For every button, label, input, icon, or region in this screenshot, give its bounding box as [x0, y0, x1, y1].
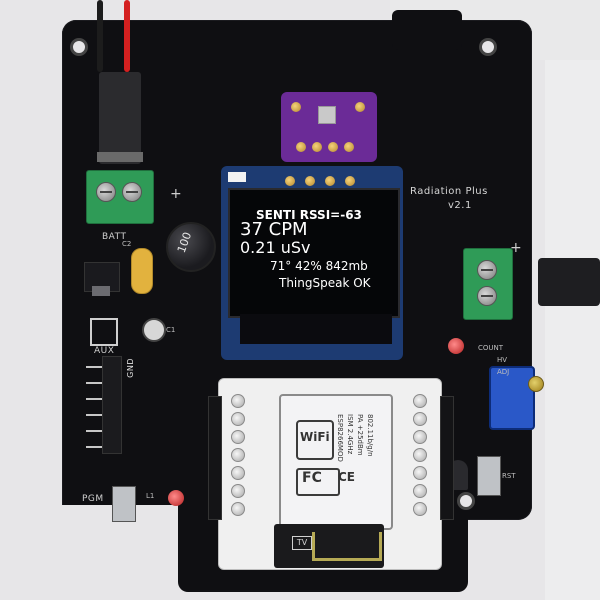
oled-line-1: SENTI RSSI=-63 [256, 208, 362, 222]
esp-pad-left-1 [231, 394, 245, 408]
fcc-text: FC [302, 470, 322, 486]
left-pin-header [102, 356, 122, 454]
mounting-hole-top-left [70, 38, 88, 56]
esp-model-line-4: 802.11b/g/n [366, 414, 374, 457]
yellow-capacitor [131, 248, 153, 294]
esp-model-line-3: PA +25dBm [356, 414, 364, 456]
hv-screw-2 [477, 286, 497, 306]
voltage-regulator [84, 262, 120, 292]
connector-pins [97, 152, 143, 162]
hv-adjust-potentiometer[interactable] [489, 366, 535, 430]
hv-screw-1 [477, 260, 497, 280]
aux-label: AUX [94, 346, 115, 356]
fcc-logo [296, 468, 340, 496]
esp-pad-right-2 [413, 412, 427, 426]
esp-pad-right-5 [413, 466, 427, 480]
aux-switch-outline [90, 318, 118, 346]
oled-lower-frame [240, 314, 392, 344]
esp-shield-can [279, 394, 393, 530]
pin-3 [86, 398, 102, 400]
sensor-pad-5 [328, 142, 338, 152]
esp-pad-left-3 [231, 430, 245, 444]
count-label: COUNT [478, 344, 504, 352]
led1-label: L1 [146, 492, 155, 500]
ce-text: CE [338, 470, 356, 484]
count-led [448, 338, 464, 354]
batt-screw-2 [122, 182, 142, 202]
esp-pad-left-7 [231, 502, 245, 516]
esp-pad-left-2 [231, 412, 245, 426]
oled-line-3: 0.21 uSv [240, 238, 311, 257]
batt-plus-sign: + [170, 186, 183, 202]
round-capacitor [142, 318, 166, 342]
reset-button[interactable] [477, 456, 501, 496]
oled-line-5: ThingSpeak OK [279, 276, 371, 290]
esp-pad-left-5 [231, 466, 245, 480]
esp-badge: TV [292, 536, 312, 550]
pin-1 [86, 366, 102, 368]
sensor-pad-3 [296, 142, 306, 152]
esp-model-line-1: ESP8266MOD [336, 414, 344, 462]
sensor-pad-2 [355, 102, 365, 112]
esp-pad-right-7 [413, 502, 427, 516]
pgm-label: PGM [82, 494, 104, 504]
program-button[interactable] [112, 486, 136, 522]
oled-pin-1 [285, 176, 295, 186]
pcb-notch [392, 10, 462, 50]
oled-pin-4 [345, 176, 355, 186]
batt-terminal-block [86, 170, 154, 224]
batt-label: BATT [102, 232, 127, 242]
pressure-sensor-chip [318, 106, 336, 124]
oled-pin-3 [325, 176, 335, 186]
sensor-pad-4 [312, 142, 322, 152]
oled-line-4: 71° 42% 842mb [270, 259, 368, 273]
esp-pad-left-6 [231, 484, 245, 498]
esp-pad-right-6 [413, 484, 427, 498]
pin-2 [86, 382, 102, 384]
sensor-pad-6 [344, 142, 354, 152]
wifi-text: WiFi [300, 430, 330, 444]
status-led [168, 490, 184, 506]
c2-label: C2 [122, 240, 132, 248]
antenna-trace [312, 532, 382, 561]
esp-pad-left-4 [231, 448, 245, 462]
oled-pin-2 [305, 176, 315, 186]
board-version: v2.1 [448, 200, 472, 211]
hv-label: HV [497, 356, 508, 364]
mounting-hole-top-right [479, 38, 497, 56]
pin-6 [86, 446, 102, 448]
jst-connector [99, 72, 141, 164]
pin-4 [86, 414, 102, 416]
black-wire [97, 0, 103, 72]
board-name: Radiation Plus [410, 186, 488, 197]
mounting-hole-bottom-right [457, 492, 475, 510]
pin-header-label: GND [126, 358, 135, 378]
sensor-pad-1 [291, 102, 301, 112]
wifi-logo [296, 420, 334, 460]
esp-pad-right-3 [413, 430, 427, 444]
esp-pad-right-4 [413, 448, 427, 462]
red-wire [124, 0, 130, 72]
pin-5 [86, 430, 102, 432]
inductor [166, 222, 216, 272]
esp-model-line-2: ISM 2.4GHz [346, 414, 354, 455]
hv-adj-label: ADJ [497, 368, 510, 376]
c1-label: C1 [166, 326, 176, 334]
batt-screw-1 [96, 182, 116, 202]
rst-label: RST [502, 472, 516, 480]
oled-line-2: 37 CPM [240, 219, 308, 240]
pot-screw[interactable] [528, 376, 544, 392]
esp-left-header [208, 396, 222, 520]
oled-corner-label [228, 172, 246, 182]
esp-right-header [440, 396, 454, 520]
hv-terminal-block [463, 248, 513, 320]
regulator-tab [92, 286, 110, 296]
hv-plus-sign: + [510, 240, 523, 256]
esp-pad-right-1 [413, 394, 427, 408]
gm-tube-cable [538, 258, 600, 306]
